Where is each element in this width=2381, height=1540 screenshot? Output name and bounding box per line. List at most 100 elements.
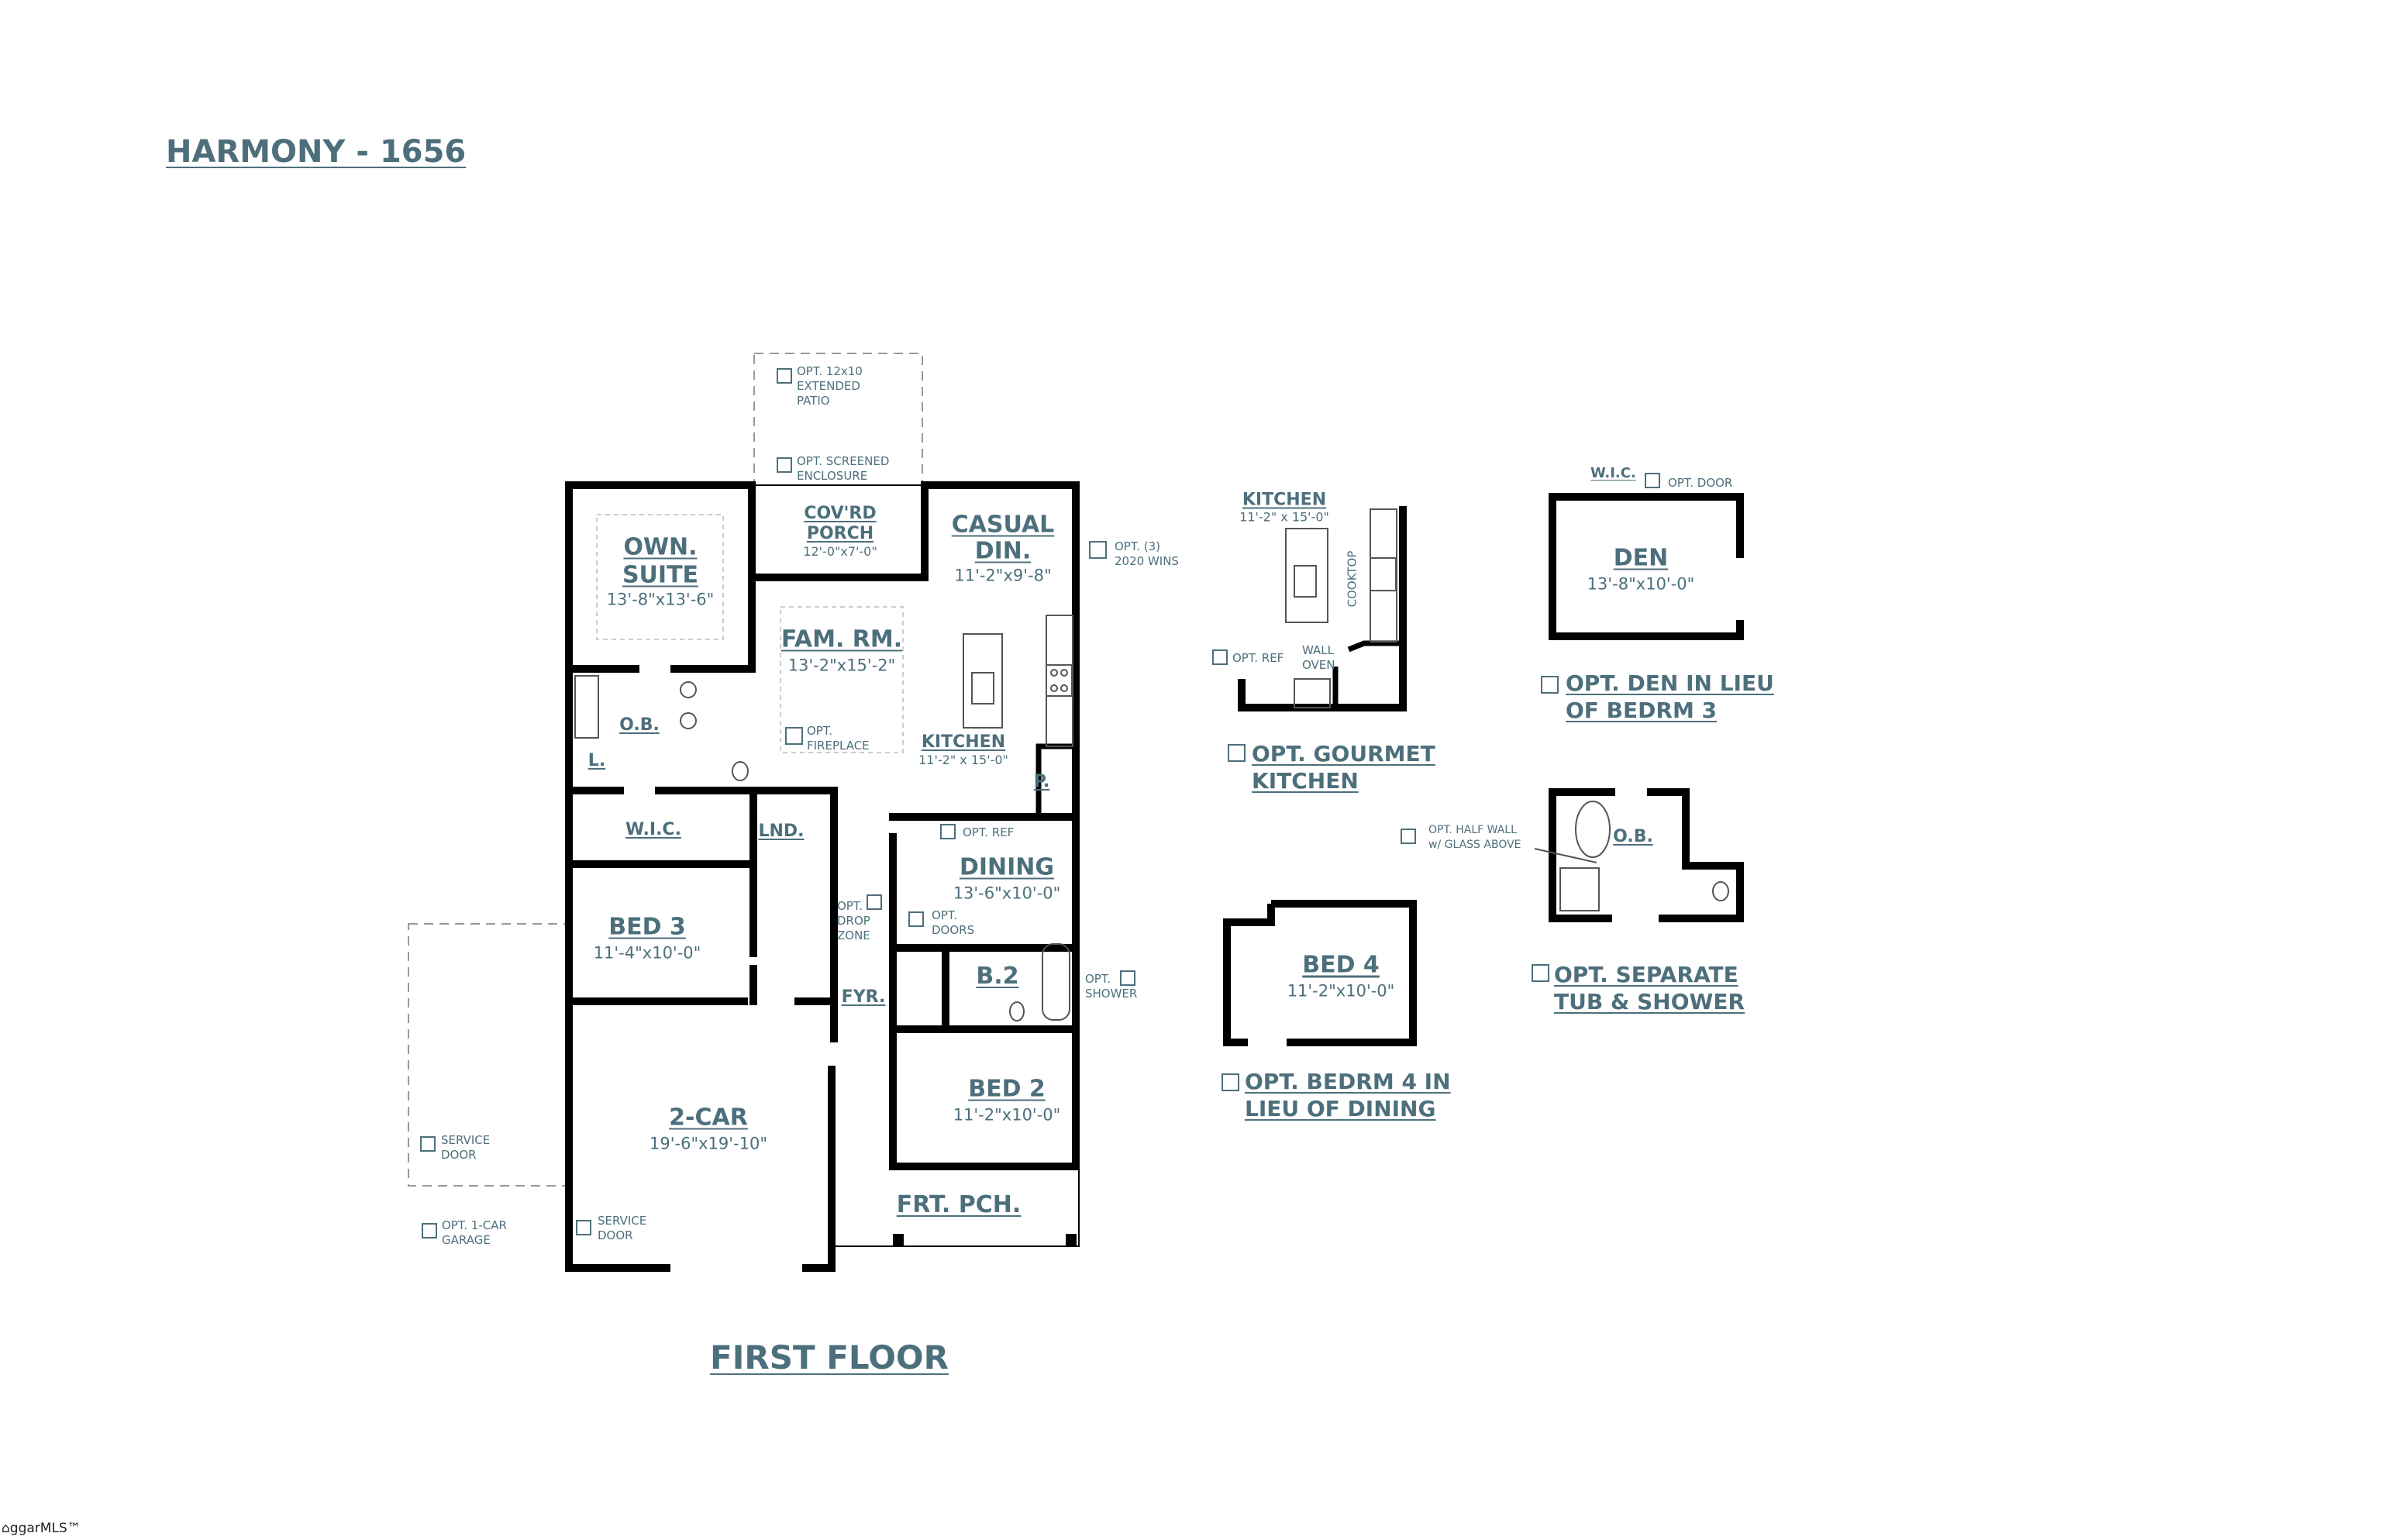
- house-logo-icon: ⌂: [2, 1521, 10, 1536]
- gourmet-sink-icon: [1294, 565, 1317, 598]
- watermark-text: ggarMLS™: [9, 1521, 81, 1536]
- service-door-checkbox[interactable]: [576, 1220, 591, 1235]
- room-name: DIN.: [974, 537, 1032, 565]
- opt-text: DROP: [837, 914, 870, 928]
- toilet-icon: [1009, 1001, 1025, 1021]
- room-dims: 11'-2"x10'-0": [1287, 981, 1395, 1001]
- opt-service-door-checkbox[interactable]: [420, 1136, 436, 1152]
- opt-shower-checkbox[interactable]: [1120, 970, 1135, 986]
- room-fyr: FYR.: [841, 987, 886, 1007]
- opt-text: FIREPLACE: [807, 739, 870, 753]
- opt-text: SERVICE: [441, 1133, 491, 1147]
- opt-den-title: OPT. DEN IN LIEU OF BEDRM 3: [1566, 670, 1774, 724]
- room-frt-pch: FRT. PCH.: [896, 1191, 1022, 1218]
- opt-half-wall-checkbox[interactable]: [1401, 829, 1416, 844]
- alt-tub-icon: [1575, 801, 1611, 858]
- cooktop-label: COOKTOP: [1345, 550, 1359, 608]
- opt-den-checkbox[interactable]: [1541, 676, 1559, 694]
- opt-patio-label: OPT. 12x10 EXTENDED PATIO: [797, 364, 863, 408]
- room-bed3: BED 3 11'-4"x10'-0": [593, 913, 701, 963]
- room-b2: B.2: [976, 963, 1019, 990]
- alt-ob-label: O.B.: [1613, 827, 1653, 846]
- fam-rm-tray-outline: [780, 606, 904, 753]
- room-dims: 11'-2" x 15'-0": [1239, 509, 1329, 525]
- room-dims: 11'-2" x 15'-0": [918, 753, 1008, 767]
- room-name: FAM. RM.: [780, 625, 903, 653]
- room-dims: 19'-6"x19'-10": [650, 1134, 767, 1153]
- room-garage: 2-CAR 19'-6"x19'-10": [650, 1104, 767, 1153]
- room-name: PORCH: [806, 524, 874, 543]
- opt-ref-label: OPT. REF: [963, 825, 1015, 839]
- porch-walls: [748, 481, 929, 673]
- bathtub-icon: [1042, 943, 1070, 1021]
- opt-patio-checkbox[interactable]: [777, 368, 792, 384]
- cooktop-icon: [1370, 557, 1397, 591]
- opt-shower-label: OPT. SHOWER: [1085, 972, 1137, 1001]
- alt-bed4-walls: [1223, 900, 1417, 1046]
- opt-text: OPT.: [932, 908, 958, 922]
- opt-text: ZONE: [837, 928, 870, 942]
- opt-text: DOOR: [441, 1148, 477, 1162]
- exterior-wall-top-right: [565, 481, 1080, 1170]
- opt-text: PATIO: [797, 394, 830, 408]
- wall-oven-label: WALL OVEN: [1302, 643, 1335, 673]
- opt-1-car-garage-outline: [408, 923, 569, 1187]
- opt-bed4-title: OPT. BEDRM 4 IN LIEU OF DINING: [1245, 1068, 1451, 1122]
- kitchen-fixtures: [574, 615, 1073, 1021]
- gourmet-kitchen-label: KITCHEN 11'-2" x 15'-0": [1239, 491, 1329, 525]
- room-covrd-porch: COV'RD PORCH 12'-0"x7'-0": [803, 505, 877, 558]
- plan-title: HARMONY - 1656: [166, 134, 467, 170]
- opt-screened-checkbox[interactable]: [777, 457, 792, 473]
- opt-text: ENCLOSURE: [797, 469, 868, 483]
- opt-text: OVEN: [1302, 658, 1335, 672]
- opt-text: OPT.: [1085, 972, 1111, 986]
- opt-service-door-label: SERVICE DOOR: [441, 1133, 490, 1163]
- opt-text: WALL: [1302, 643, 1334, 657]
- opt-1-car-garage-checkbox[interactable]: [422, 1223, 437, 1239]
- opt-wins-checkbox[interactable]: [1089, 541, 1107, 559]
- opt-title-line: LIEU OF DINING: [1245, 1096, 1436, 1121]
- room-dims: 11'-4"x10'-0": [593, 943, 701, 963]
- room-dims: 13'-8"x10'-0": [1587, 574, 1695, 594]
- room-pantry: P.: [1033, 772, 1050, 791]
- room-name: OWN.: [623, 533, 698, 561]
- room-den: DEN 13'-8"x10'-0": [1587, 546, 1695, 594]
- dining-bed2-walls: [889, 813, 1080, 1170]
- sink-icon-ob-1: [680, 681, 697, 698]
- room-dims: 13'-6"x10'-0": [953, 884, 1061, 903]
- bed3-garage-wall: [565, 787, 838, 1042]
- opt-title-line: OPT. GOURMET: [1252, 741, 1435, 767]
- room-name: BED 3: [608, 913, 686, 941]
- room-name: 2-CAR: [669, 1104, 748, 1132]
- opt-text: SHOWER: [1085, 987, 1138, 1001]
- opt-half-wall-label: OPT. HALF WALL w/ GLASS ABOVE: [1428, 823, 1521, 853]
- gourmet-opt-ref-checkbox[interactable]: [1212, 649, 1228, 665]
- suite-tray-outline: [596, 514, 724, 640]
- gourmet-opt-ref-label: OPT. REF: [1232, 651, 1284, 665]
- opt-text: OPT. (3): [1115, 539, 1161, 553]
- opt-drop-zone-checkbox[interactable]: [867, 894, 882, 910]
- toilet-icon-ob: [732, 761, 749, 781]
- opt-door-checkbox[interactable]: [1645, 473, 1660, 488]
- opt-bed4-checkbox[interactable]: [1222, 1073, 1239, 1091]
- wall-oven-icon: [1294, 678, 1331, 708]
- opt-ref-checkbox[interactable]: [940, 824, 956, 839]
- opt-fireplace-checkbox[interactable]: [785, 727, 803, 745]
- opt-separate-tub-checkbox[interactable]: [1532, 964, 1549, 982]
- opt-1-car-garage-label: OPT. 1-CAR GARAGE: [442, 1218, 507, 1248]
- sink-icon: [971, 672, 994, 705]
- opt-gourmet-kitchen-checkbox[interactable]: [1228, 744, 1246, 762]
- room-bed4: BED 4 11'-2"x10'-0": [1287, 953, 1395, 1001]
- opt-text: 2020 WINS: [1115, 554, 1179, 568]
- opt-screened-label: OPT. SCREENED ENCLOSURE: [797, 454, 889, 484]
- kitchen-island: [963, 633, 1003, 729]
- opt-title-line: KITCHEN: [1252, 768, 1359, 794]
- den-wic-label: W.I.C.: [1590, 465, 1636, 481]
- porch-outline: [752, 484, 1080, 1247]
- opt-title-line: OF BEDRM 3: [1566, 698, 1718, 723]
- opt-doors-checkbox[interactable]: [908, 911, 924, 927]
- alt-tub-walls: [1549, 788, 1744, 922]
- room-wic: W.I.C.: [625, 820, 681, 839]
